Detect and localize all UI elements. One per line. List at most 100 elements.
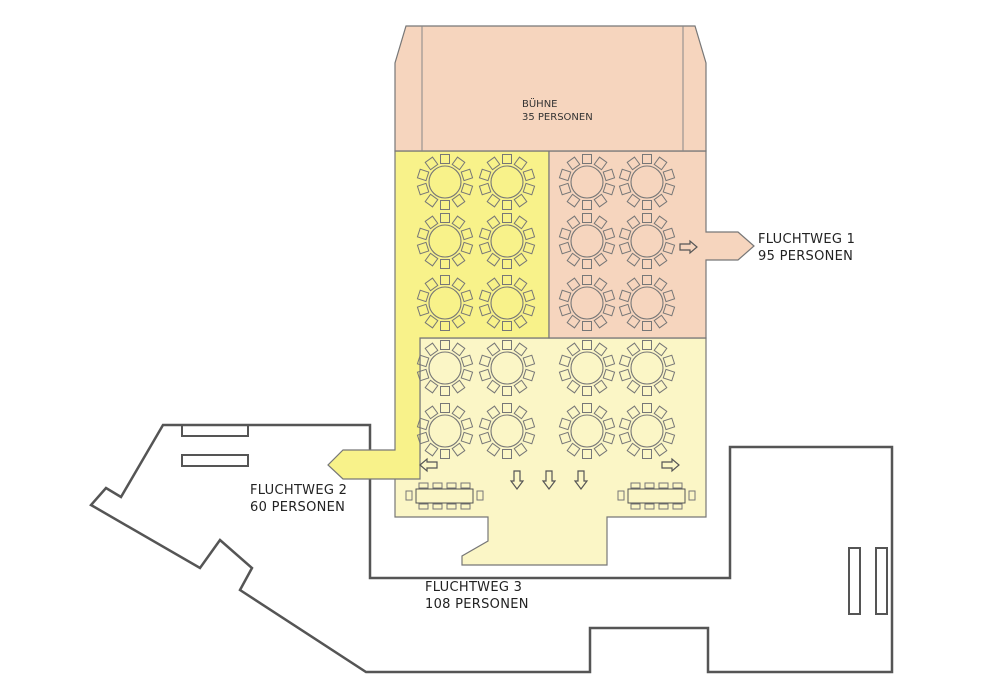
chair xyxy=(558,241,572,255)
chair xyxy=(662,227,676,241)
chair xyxy=(566,342,581,357)
chair xyxy=(558,303,572,317)
chair xyxy=(424,314,439,329)
chair xyxy=(416,168,430,182)
chair xyxy=(502,200,512,210)
chair xyxy=(424,252,439,267)
chair xyxy=(582,321,592,331)
chair xyxy=(451,215,466,230)
chair xyxy=(688,490,696,501)
round-table xyxy=(618,154,676,210)
round-table xyxy=(416,275,474,331)
chair xyxy=(626,442,641,457)
chair xyxy=(513,193,528,208)
table-top xyxy=(490,414,524,448)
chair xyxy=(460,482,471,489)
exit-label-3: FLUCHTWEG 3 108 PERSONEN xyxy=(425,580,529,614)
exit-label-2: FLUCHTWEG 2 60 PERSONEN xyxy=(250,483,347,517)
chair xyxy=(626,252,641,267)
chair xyxy=(630,503,641,510)
chair xyxy=(662,182,676,196)
chair xyxy=(432,482,443,489)
chair xyxy=(416,241,430,255)
chair xyxy=(424,215,439,230)
round-table xyxy=(416,154,474,210)
building-outline xyxy=(89,423,894,674)
chair xyxy=(642,340,652,350)
chair xyxy=(502,449,512,459)
chair xyxy=(642,321,652,331)
chair xyxy=(602,354,616,368)
chair xyxy=(486,277,501,292)
chair xyxy=(602,431,616,445)
chair xyxy=(593,379,608,394)
round-table xyxy=(558,154,616,210)
round-table xyxy=(558,275,616,331)
chair xyxy=(566,252,581,267)
banquet-tables-layer xyxy=(405,482,696,510)
chair xyxy=(618,417,632,431)
chair xyxy=(558,368,572,382)
chair xyxy=(662,168,676,182)
exit-1-name: FLUCHTWEG 1 xyxy=(758,232,856,247)
chair xyxy=(502,340,512,350)
chair xyxy=(582,213,592,223)
chair xyxy=(478,417,492,431)
arrow-down-icon xyxy=(541,470,557,490)
chair xyxy=(416,289,430,303)
chair xyxy=(502,154,512,164)
chair xyxy=(602,303,616,317)
chair xyxy=(644,482,655,489)
chair xyxy=(451,379,466,394)
chair xyxy=(582,340,592,350)
chair xyxy=(478,303,492,317)
chair xyxy=(522,227,536,241)
chair xyxy=(618,368,632,382)
chair xyxy=(653,277,668,292)
wall-detail-bar xyxy=(181,424,249,437)
chair xyxy=(451,193,466,208)
chair xyxy=(642,259,652,269)
chair xyxy=(582,403,592,413)
chair xyxy=(602,368,616,382)
chair xyxy=(582,449,592,459)
chair xyxy=(446,503,457,510)
chair xyxy=(566,442,581,457)
chair xyxy=(566,277,581,292)
chair xyxy=(593,442,608,457)
round-table xyxy=(416,403,474,459)
chair xyxy=(558,227,572,241)
chair xyxy=(478,368,492,382)
chair xyxy=(478,241,492,255)
chair xyxy=(653,156,668,171)
chair xyxy=(502,275,512,285)
chair xyxy=(662,354,676,368)
chair xyxy=(593,156,608,171)
chair xyxy=(642,213,652,223)
chair xyxy=(653,379,668,394)
chair xyxy=(642,386,652,396)
arrow-down-icon xyxy=(509,470,525,490)
chair xyxy=(502,213,512,223)
chair xyxy=(424,442,439,457)
exit-2-name: FLUCHTWEG 2 xyxy=(250,483,348,498)
chair xyxy=(451,442,466,457)
chair xyxy=(626,342,641,357)
chair xyxy=(653,215,668,230)
arrow-right-icon xyxy=(661,457,680,473)
table-top xyxy=(570,351,604,385)
chair xyxy=(451,156,466,171)
chair xyxy=(440,403,450,413)
chair xyxy=(432,503,443,510)
chair xyxy=(626,156,641,171)
chair xyxy=(513,277,528,292)
table-top xyxy=(630,165,664,199)
chair xyxy=(593,215,608,230)
chair xyxy=(618,354,632,368)
chair xyxy=(618,241,632,255)
wall-detail-bar xyxy=(848,547,861,615)
direction-arrows xyxy=(419,239,698,490)
chair xyxy=(476,490,484,501)
zone-fluchtweg-3 xyxy=(394,337,707,566)
chair xyxy=(626,215,641,230)
